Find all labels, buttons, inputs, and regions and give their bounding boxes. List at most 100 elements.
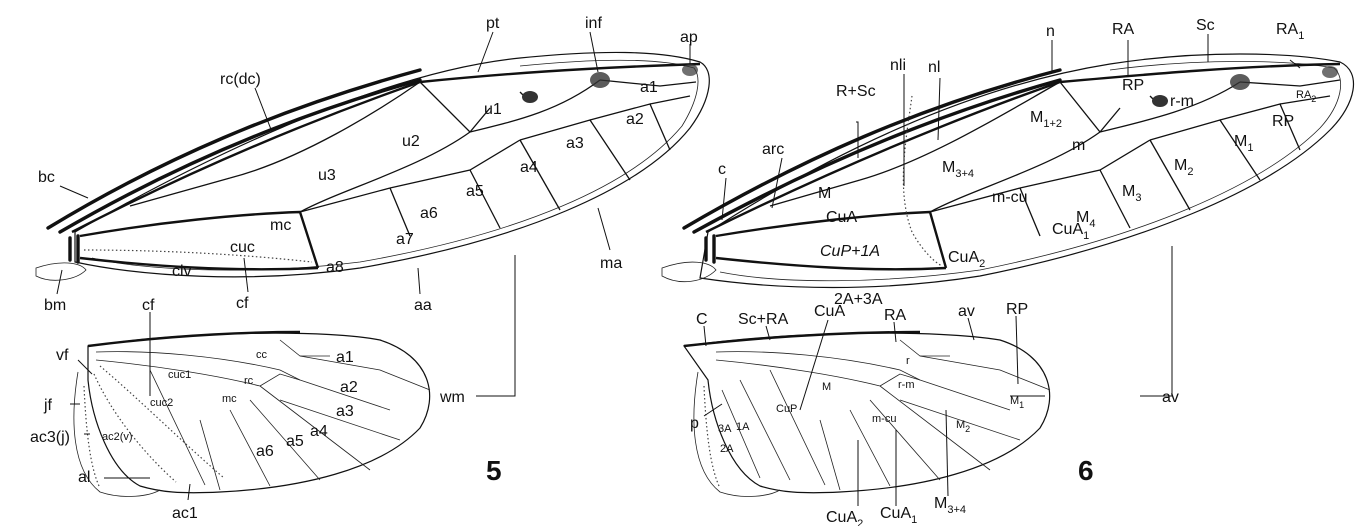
fig5-subcostal-vein-heavy — [58, 78, 422, 234]
fig5-number: 5 — [486, 455, 502, 486]
fig5-hind-label-a3: a3 — [336, 403, 354, 420]
fig5-claval-fold — [83, 249, 313, 263]
fig6-hind-label-M: M — [822, 381, 831, 393]
fig5-label-u2: u2 — [402, 133, 420, 150]
fig6-label-CuA2: CuA2 — [948, 249, 985, 270]
fig5-cubital-vein — [79, 210, 320, 269]
fig5-label-ma: ma — [600, 255, 622, 272]
fig6-hindwing-fold — [703, 385, 721, 489]
fig6-hind-label-CuA2: CuA2 — [826, 509, 863, 526]
fig5-hindwing-anal-lobe — [73, 371, 161, 497]
fig6-hind-label-M34: M3+4 — [934, 495, 966, 516]
fig6-hind-label-CuA: CuA — [814, 303, 845, 320]
fig5-wing-base-shaft — [35, 262, 87, 281]
fig6-label-arc: arc — [762, 141, 784, 158]
fig5-label-aa: aa — [414, 297, 432, 314]
fig5-hind-label-vf: vf — [56, 347, 69, 364]
fig6-label-CuA: CuA — [826, 209, 857, 226]
fig6-hind-label-CuP: CuP — [776, 403, 797, 415]
fig6-hind-label-1A: 1A — [736, 421, 750, 433]
fig6-label-M1: M1 — [1234, 133, 1253, 154]
fig5-hindwing-costa — [87, 330, 301, 348]
fig6-leader-lines — [721, 34, 1301, 397]
fig6-hind-label-m-cu: m-cu — [872, 413, 896, 425]
fig5-label-a8: a8 — [326, 259, 344, 276]
fig6-hind-label-C: C — [696, 311, 708, 328]
fig6-hindwing-outline — [682, 332, 1051, 494]
fig5-base-block — [68, 234, 80, 264]
fig5-hind-label-a5: a5 — [286, 433, 304, 450]
fig6-label-RP-a: RP — [1122, 77, 1144, 94]
fig6-hind-label-av-right: av — [1162, 389, 1179, 406]
fig5-label-ap: ap — [680, 29, 698, 46]
fig6-label-Sc: Sc — [1196, 17, 1215, 34]
fig5-label-a7: a7 — [396, 231, 414, 248]
fig6-label-M: M — [818, 185, 831, 202]
fig6-label-CuA1: CuA1 — [1052, 221, 1089, 242]
fig6-label-M34: M3+4 — [942, 159, 974, 180]
fig5-hind-label-cuc2: cuc2 — [150, 397, 173, 409]
fig5-hind-label-cc: cc — [256, 349, 268, 361]
fig5-hindwing-leaders — [70, 312, 191, 501]
fig6-label-c: c — [718, 161, 726, 178]
fig6-number: 6 — [1078, 455, 1094, 486]
fig5-label-bc: bc — [38, 169, 55, 186]
fig5-hind-label-ac2-v: ac2(v) — [102, 431, 133, 443]
fig5-label-a2: a2 — [626, 111, 644, 128]
fig5-infuscations — [522, 64, 698, 103]
fig6-label-M12: M1+2 — [1030, 109, 1062, 130]
fig6-hind-label-M1: M1 — [1010, 395, 1024, 410]
fig6-label-M3: M3 — [1122, 183, 1141, 204]
fig6-label-RA1: RA1 — [1276, 21, 1304, 42]
fig5-label-a6: a6 — [420, 205, 438, 222]
fig6-hind-label-RA: RA — [884, 307, 907, 324]
fig5-clavus-vein — [79, 256, 319, 271]
fig5-hind-label-mc: mc — [222, 393, 237, 405]
fig6-hind-label-RP: RP — [1006, 301, 1028, 318]
fig5-hindwing-outline — [87, 332, 431, 494]
fig6-label-R-Sc: R+Sc — [836, 83, 876, 100]
fig6-label-RA: RA — [1112, 21, 1135, 38]
fig6-hind-label-av: av — [958, 303, 975, 320]
fig5-hindwing-veins — [95, 339, 431, 491]
fig5-label-a4: a4 — [520, 159, 538, 176]
fig6-label-m: m — [1072, 137, 1085, 154]
fig6-label-r-m: r-m — [1170, 93, 1194, 110]
fig6-forewing-inner-margin — [719, 61, 1341, 282]
fig6-infuscations — [1152, 66, 1338, 107]
fig5-label-u1: u1 — [484, 101, 502, 118]
fig5-hind-label-a4: a4 — [310, 423, 328, 440]
fig6-label-M2: M2 — [1174, 157, 1193, 178]
fig6-label-n: n — [1046, 23, 1055, 40]
fig5-label-a3: a3 — [566, 135, 584, 152]
fig5-label-cf: cf — [236, 295, 249, 312]
fig6-label-nl: nl — [928, 59, 940, 76]
fig6-hindwing-veins — [715, 339, 1051, 491]
fig5-label-bm: bm — [44, 297, 66, 314]
fig6-cup-1a-vein — [715, 256, 947, 271]
fig6-base-block — [704, 234, 716, 264]
fig5-hind-label-a2: a2 — [340, 379, 358, 396]
fig5-hind-label-ac3-j: ac3(j) — [30, 429, 70, 446]
fig6-label-RA2: RA2 — [1296, 89, 1316, 104]
fig6-hindwing: C Sc+RA CuA RA av RP av r r-m M M1 CuP m… — [682, 301, 1179, 526]
fig6-label-M4: M4 — [1076, 209, 1095, 230]
fig5-radial-vein — [71, 62, 701, 234]
fig5-label-rc-dc: rc(dc) — [220, 71, 261, 88]
fig5-label-mc: mc — [270, 217, 291, 234]
fig6-label-m-cu: m-cu — [992, 189, 1028, 206]
fig5-costal-vein-heavy — [46, 68, 422, 230]
fig5-forewing-outline — [74, 51, 710, 278]
fig6-hind-label-CuA1: CuA1 — [880, 505, 917, 526]
fig6-label-2A-3A: 2A+3A — [834, 291, 883, 308]
fig5-hind-label-cuc1: cuc1 — [168, 369, 191, 381]
fig6-costal-vein-heavy — [682, 68, 1062, 230]
fig6-hind-label-p: p — [690, 415, 699, 432]
fig6-hind-label-Sc-RA: Sc+RA — [738, 311, 789, 328]
fig6-forewing: n RA Sc RA1 R+Sc nli nl arc c RA2 RP RP … — [661, 17, 1355, 397]
fig5-label-a1: a1 — [640, 79, 658, 96]
fig5-hindwing-vannal-fold — [93, 373, 177, 483]
fig5-hind-label-cf: cf — [142, 297, 155, 314]
fig6-radial-vein — [705, 62, 1341, 234]
